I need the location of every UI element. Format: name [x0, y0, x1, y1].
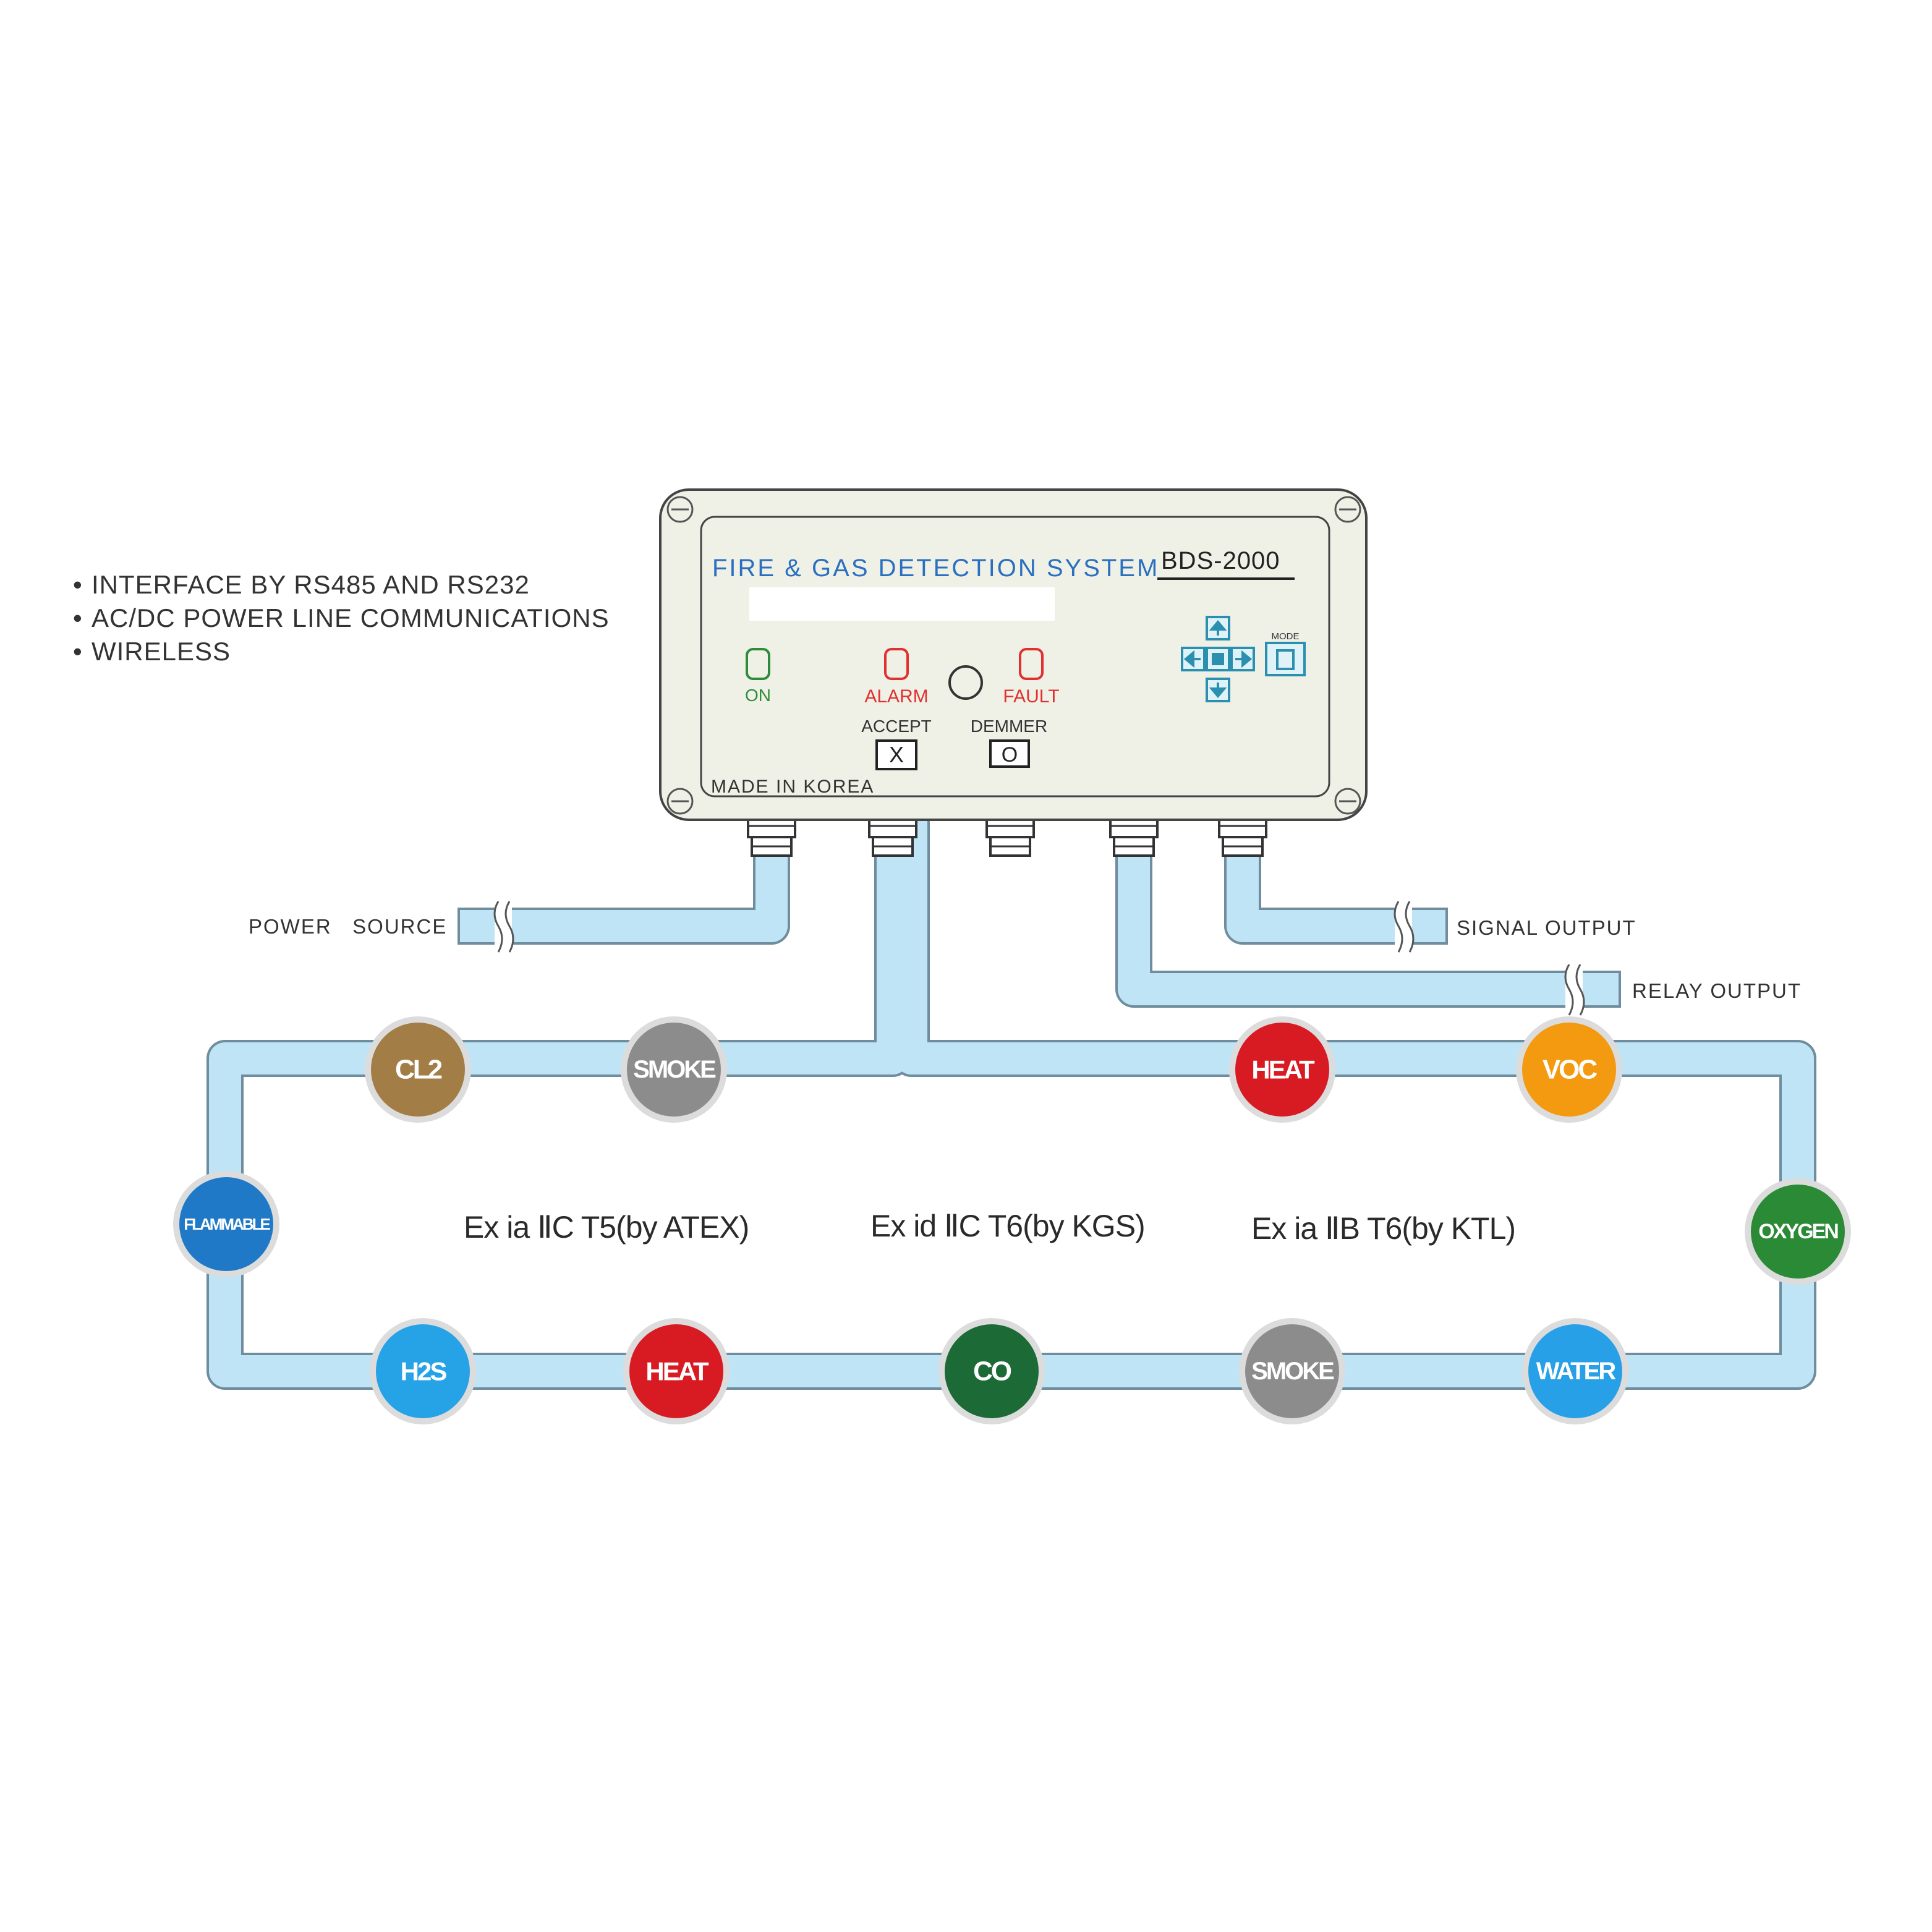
panel-face — [700, 516, 1330, 798]
accept-key: X — [889, 742, 904, 767]
model-name: BDS-2000 — [1161, 547, 1280, 574]
sensor-label: SMOKE — [633, 1056, 716, 1083]
relay-output-pipe-fill — [1118, 847, 1619, 1005]
sensor-node[interactable]: SMOKE — [621, 1016, 727, 1123]
screw-icon — [1334, 788, 1361, 815]
feature-item: WIRELESS — [91, 637, 231, 666]
sensor-badge — [179, 1177, 273, 1271]
sensor-node[interactable]: OXYGEN — [1745, 1178, 1851, 1285]
lcd-display — [749, 587, 1055, 621]
accept-label: ACCEPT — [861, 717, 932, 736]
demmer-key: O — [1002, 743, 1018, 767]
signal-output-pipe-fill — [1227, 847, 1445, 942]
sensor-badge — [945, 1324, 1039, 1418]
sensor-node[interactable]: CO — [938, 1318, 1045, 1424]
sensor-label: H2S — [401, 1357, 447, 1386]
sensor-badge — [627, 1023, 721, 1117]
sensor-badge — [376, 1324, 470, 1418]
screw-icon — [666, 496, 694, 523]
sensor-badge — [1528, 1324, 1622, 1418]
navigation-keypad — [1181, 616, 1306, 702]
alarm-indicator-led — [884, 648, 909, 680]
arrow-down-button[interactable] — [1206, 678, 1230, 702]
demmer-button[interactable] — [989, 739, 1030, 768]
sensor-node[interactable]: WATER — [1522, 1318, 1628, 1424]
sensor-badge — [1522, 1023, 1616, 1117]
on-label: ON — [745, 686, 771, 705]
sensor-label: HEAT — [1251, 1055, 1315, 1084]
made-in-label: MADE IN KOREA — [711, 777, 874, 797]
certification-atex: Ex ia ⅡC T5(by ATEX) — [464, 1210, 749, 1245]
arrow-right-button[interactable] — [1230, 647, 1255, 671]
cable-glands — [747, 814, 1267, 857]
mode-label: MODE — [1272, 631, 1300, 642]
relay-output-label: RELAY OUTPUT — [1632, 979, 1802, 1002]
feature-bullet: • — [73, 570, 83, 599]
sensor-node[interactable]: CL2 — [365, 1016, 471, 1123]
sensor-label: OXYGEN — [1758, 1220, 1838, 1243]
sensor-badge — [1235, 1023, 1329, 1117]
screw-icon — [1334, 496, 1361, 523]
power-source-label: POWER SOURCE — [249, 915, 447, 938]
feature-item: INTERFACE BY RS485 AND RS232 — [91, 570, 530, 599]
sensor-node[interactable]: HEAT — [623, 1318, 730, 1424]
fault-indicator-led — [1019, 648, 1044, 680]
sensor-badge — [1751, 1185, 1845, 1279]
mode-button[interactable] — [1265, 642, 1306, 676]
panel-enclosure — [659, 488, 1368, 821]
sensor-label: SMOKE — [1251, 1358, 1334, 1385]
sensor-label: HEAT — [645, 1357, 709, 1386]
buzzer-icon — [948, 665, 983, 700]
alarm-label: ALARM — [864, 686, 928, 707]
arrow-up-button[interactable] — [1206, 616, 1230, 640]
certification-ktl: Ex ia ⅡB T6(by KTL) — [1251, 1211, 1515, 1246]
signal-output-label: SIGNAL OUTPUT — [1457, 916, 1636, 939]
power-source-pipe-fill — [460, 847, 788, 942]
control-panel: FIRE & GAS DETECTION SYSTEM BDS-2000 ON … — [659, 488, 1368, 821]
fault-label: FAULT — [1003, 686, 1059, 707]
sensor-label: FLAMMABLE — [184, 1215, 270, 1233]
cable-break-icon — [493, 901, 514, 953]
feature-bullet: • — [73, 637, 83, 666]
cable-break-icon — [1394, 901, 1415, 953]
sensor-node[interactable]: H2S — [370, 1318, 476, 1424]
sensor-node[interactable]: FLAMMABLE — [173, 1171, 279, 1277]
certification-kgs: Ex id ⅡC T6(by KGS) — [870, 1209, 1145, 1243]
sensor-nodes: CL2 SMOKE HEAT VOC FLAMMABLE OXYGEN H2S — [173, 1016, 1851, 1424]
center-button[interactable] — [1206, 647, 1230, 671]
screw-icon — [666, 788, 694, 815]
sensor-label: CO — [973, 1356, 1011, 1387]
cable-break-icon — [1564, 964, 1585, 1016]
feature-list: • INTERFACE BY RS485 AND RS232 • AC/DC P… — [73, 570, 610, 666]
sensor-badge — [1245, 1324, 1339, 1418]
certification-list: Ex ia ⅡC T5(by ATEX) Ex id ⅡC T6(by KGS)… — [464, 1209, 1516, 1246]
accept-button[interactable] — [875, 739, 917, 770]
sensor-label: WATER — [1536, 1358, 1617, 1385]
sensor-node[interactable]: SMOKE — [1239, 1318, 1345, 1424]
sensor-badge — [629, 1324, 723, 1418]
demmer-label: DEMMER — [971, 717, 1047, 736]
on-indicator-led — [746, 648, 770, 680]
arrow-left-button[interactable] — [1181, 647, 1206, 671]
sensor-node[interactable]: HEAT — [1229, 1016, 1335, 1123]
sensor-node[interactable]: VOC — [1516, 1016, 1622, 1123]
sensor-label: CL2 — [395, 1055, 442, 1085]
sensor-label: VOC — [1543, 1055, 1598, 1085]
panel-title: FIRE & GAS DETECTION SYSTEM — [712, 555, 1159, 582]
feature-item: AC/DC POWER LINE COMMUNICATIONS — [91, 603, 610, 632]
feature-bullet: • — [73, 603, 83, 632]
sensor-badge — [371, 1023, 465, 1117]
